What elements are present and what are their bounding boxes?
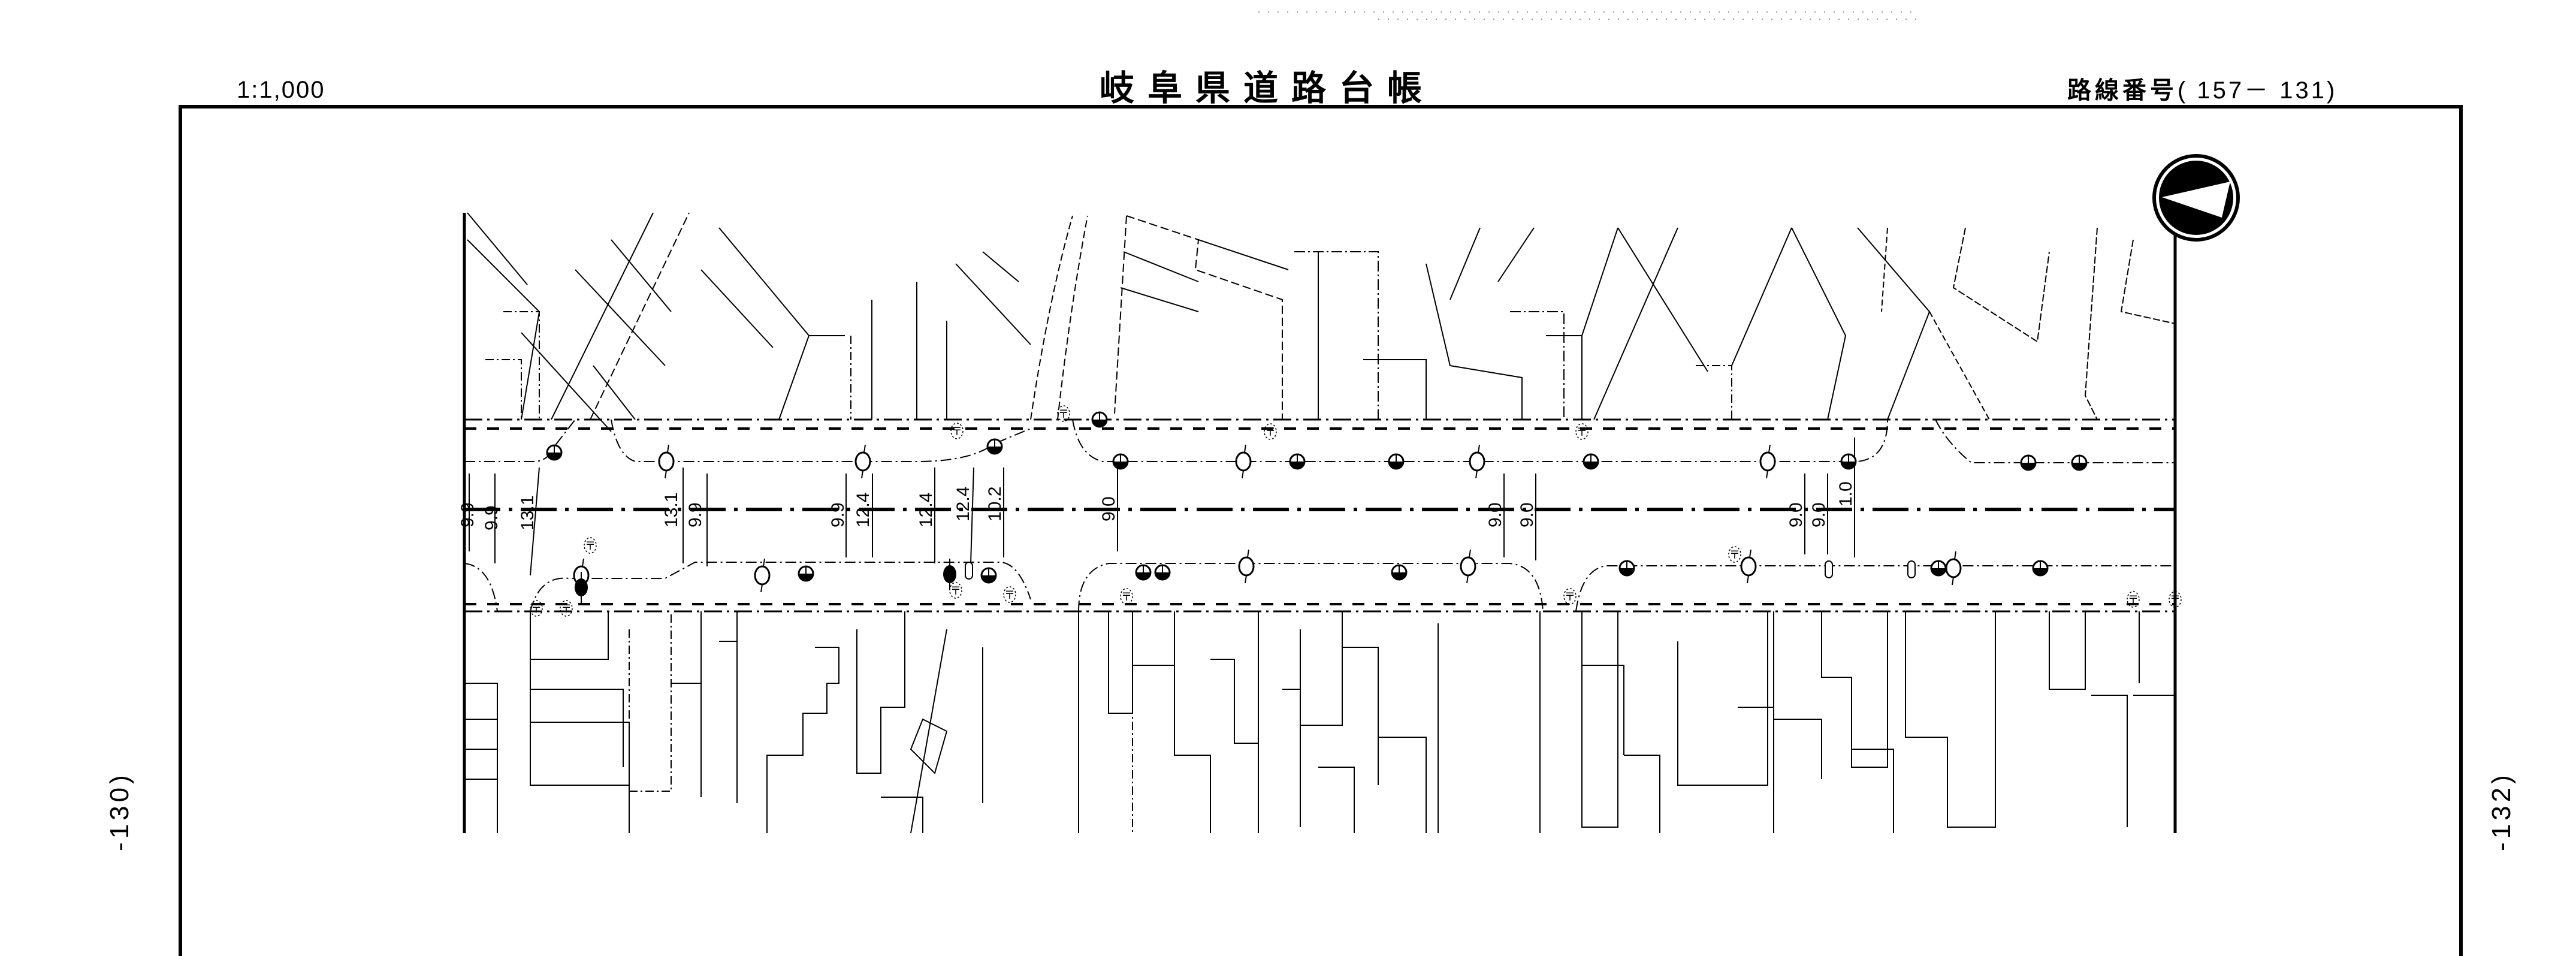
manhole-icon: 〒: [1120, 588, 1133, 605]
traffic-signal-icon: [575, 572, 588, 603]
street-tree-icon: [854, 444, 871, 479]
utility-pole-icon: [1618, 560, 1635, 577]
width-label: 9.0: [1786, 502, 1806, 527]
street-tree-icon: [1945, 551, 1962, 586]
utility-pole-icon: [798, 565, 814, 582]
width-label: 9.0: [1485, 502, 1505, 527]
map-frame: [179, 105, 2463, 956]
street-tree-icon: [1235, 444, 1252, 479]
utility-pole-icon: [986, 438, 1003, 455]
svg-text:〒: 〒: [1729, 549, 1740, 562]
utility-pole-icon: [1154, 564, 1171, 581]
width-label: 1.0: [1836, 481, 1856, 506]
utility-pole-icon: [1583, 453, 1599, 470]
utility-pole-icon: [1135, 564, 1152, 581]
street-tree-icon: [1238, 549, 1255, 584]
svg-text:〒: 〒: [531, 603, 542, 616]
street-tree-icon: [1759, 444, 1776, 479]
manhole-icon: 〒: [950, 423, 964, 439]
width-label: 12.4: [916, 493, 936, 527]
parcels-south: [464, 611, 2175, 834]
manhole-icon: 〒: [1003, 586, 1016, 603]
manhole-icon: 〒: [1057, 405, 1070, 422]
utility-pole-icon: [1091, 411, 1108, 428]
street-tree-icon: [1460, 549, 1476, 584]
utility-pole-icon: [2071, 454, 2088, 471]
street-tree-icon: [1469, 444, 1485, 479]
utility-pole-icon: [546, 444, 563, 461]
north-arrow-icon: [2152, 154, 2240, 242]
svg-text:〒: 〒: [1565, 591, 1575, 604]
svg-text:〒: 〒: [952, 426, 962, 438]
parcels-north: [467, 212, 2176, 432]
manhole-icon: 〒: [560, 600, 573, 617]
manhole-icon: 〒: [1728, 546, 1741, 563]
manhole-icon: 〒: [584, 537, 597, 554]
width-label: 9.0: [1099, 496, 1119, 521]
manhole-icon: 〒: [1575, 423, 1589, 440]
road-furniture: 〒〒〒〒〒〒〒〒〒〒〒〒〒〒: [530, 405, 2182, 617]
width-label: 10.2: [985, 487, 1005, 521]
utility-pole-icon: [1112, 453, 1129, 470]
width-label: 9.9: [482, 505, 502, 530]
svg-text:〒: 〒: [561, 603, 572, 616]
svg-text:〒: 〒: [585, 540, 596, 553]
manhole-icon: 〒: [2169, 591, 2182, 608]
width-label: 13.1: [662, 493, 681, 527]
utility-pole-icon: [1930, 560, 1947, 577]
manhole-icon: 〒: [949, 582, 962, 599]
utility-pole-icon: [2020, 454, 2037, 471]
svg-text:〒: 〒: [1265, 426, 1276, 439]
width-label: 9.9: [828, 502, 848, 527]
manhole-icon: 〒: [2127, 591, 2140, 608]
sidewalk-line: [464, 419, 576, 462]
map-scale: 1:1,000: [237, 77, 325, 103]
svg-text:〒: 〒: [1121, 591, 1132, 604]
scan-artifact: [1258, 11, 1917, 20]
svg-text:〒: 〒: [2128, 594, 2139, 607]
street-tree-icon: [1740, 549, 1757, 584]
width-label: 12.4: [853, 493, 873, 527]
catch-basin-icon: [1825, 560, 1833, 578]
svg-text:〒: 〒: [1004, 589, 1015, 602]
width-label: 9.9: [458, 502, 478, 527]
traffic-signal-icon: [943, 559, 956, 590]
manhole-icon: 〒: [1264, 423, 1277, 440]
utility-pole-icon: [1289, 453, 1306, 470]
svg-text:〒: 〒: [1058, 408, 1069, 421]
width-label: 12.4: [953, 487, 973, 521]
width-label: 9.0: [1809, 502, 1829, 527]
utility-pole-icon: [1388, 453, 1405, 470]
route-label: 路線番号: [2067, 77, 2178, 104]
utility-pole-icon: [2032, 560, 2049, 577]
catch-basin-icon: [1907, 560, 1916, 578]
dimension-labels: 9.9 9.9 13.1 13.1 9.9 9.9 12.4 12.4 12.4…: [458, 481, 1856, 530]
manhole-icon: 〒: [530, 600, 543, 617]
width-label: 9.9: [685, 502, 705, 527]
street-tree-icon: [754, 558, 771, 593]
utility-pole-icon: [980, 567, 997, 584]
route-number: 路線番号( 157－ 131): [2067, 71, 2337, 105]
svg-text:〒: 〒: [1577, 426, 1587, 439]
utility-pole-icon: [1391, 564, 1408, 581]
route-number-value: ( 157－ 131): [2178, 77, 2338, 104]
utility-pole-icon: [1840, 453, 1857, 470]
width-label: 13.1: [518, 496, 537, 530]
svg-text:〒: 〒: [2170, 594, 2181, 607]
street-tree-icon: [658, 444, 675, 479]
svg-text:〒: 〒: [950, 585, 961, 598]
catch-basin-icon: [965, 562, 973, 580]
page-title: 岐阜県道路台帳: [1100, 68, 1436, 108]
width-label: 9.0: [1517, 502, 1537, 527]
manhole-icon: 〒: [1563, 588, 1577, 605]
dimension-lines: [469, 438, 1855, 576]
